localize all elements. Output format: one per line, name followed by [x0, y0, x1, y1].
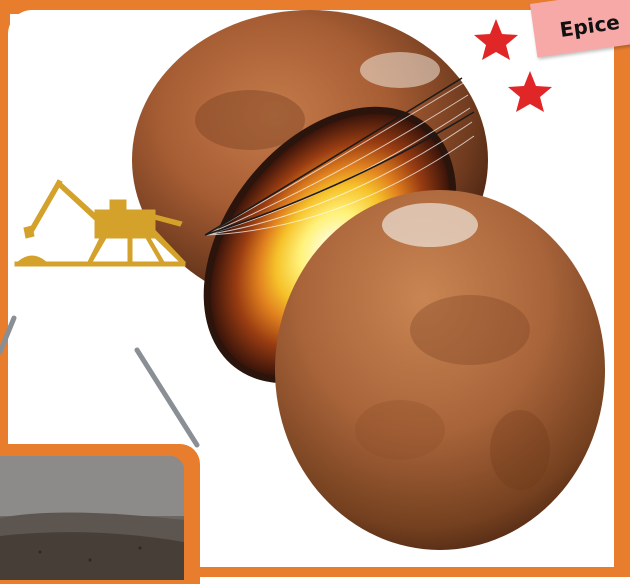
star-icon: [474, 19, 518, 60]
star-icon: [508, 71, 552, 112]
connector-line: [137, 350, 197, 445]
surface-photo-art: [0, 456, 184, 580]
connector-line: [0, 318, 14, 352]
epicenter-text: Epice: [558, 10, 621, 42]
mars-surface-photo: [0, 456, 184, 580]
inset-photo-frame: [0, 444, 200, 584]
mars-lower-hemisphere: [275, 190, 605, 550]
